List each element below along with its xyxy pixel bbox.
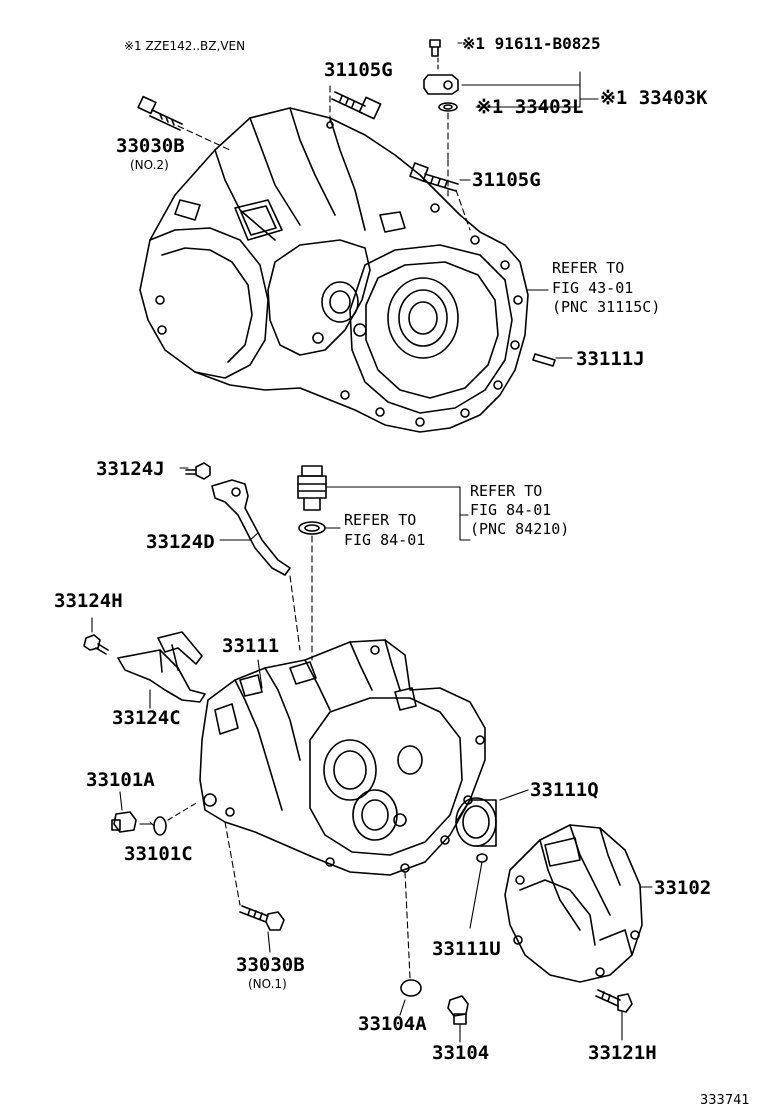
label-33111u: 33111U [432,938,501,960]
label-33030b-no2: 33030B [116,135,185,157]
bracket-33124c [118,632,205,702]
drain-plug-33101a [112,812,136,832]
label-33124d: 33124D [146,531,215,553]
label-33121h: 33121H [588,1042,657,1064]
leader-lines-lower [120,790,652,1042]
label-33124c: 33124C [112,707,181,729]
plug-33104 [448,996,468,1024]
pin-33111u [477,854,487,862]
seal-33111q [456,798,496,846]
bolt-31105g-mid [410,163,458,191]
ref-fig84a-line3: (PNC 84210) [470,520,570,538]
bolt-33030b-no2 [138,97,182,130]
leader-lines-middle [92,468,470,708]
label-33124j: 33124J [96,458,165,480]
label-33030b-no2-sub: (NO.2) [130,158,169,172]
screw-91611 [430,40,440,56]
label-33111j: 33111J [576,348,645,370]
figure-number: 333741 [700,1093,750,1108]
sensor-33403k [424,75,458,94]
label-33403k: ※1 33403K [600,87,708,109]
gasket-33104a [401,980,421,996]
washer-33403l [439,103,457,111]
label-33101a: 33101A [86,769,155,791]
ref-fig84b-line2: FIG 84-01 [344,531,426,549]
label-33030b-no1-sub: (NO.1) [248,977,287,991]
label-33111: 33111 [222,635,280,657]
bolt-33124h [84,635,108,654]
label-33111q: 33111Q [530,779,599,801]
bolt-33121h [596,990,632,1012]
label-33030b-no1: 33030B [236,954,305,976]
label-33104a: 33104A [358,1013,427,1035]
label-33102: 33102 [654,877,712,899]
gasket-33101c [154,817,166,835]
clamp-33124d [212,480,290,575]
label-31105g-top: 31105G [324,59,393,81]
bolt-33124j [186,463,210,479]
bolt-33030b-no1 [240,906,284,930]
label-33101c: 33101C [124,843,193,865]
ref-fig84b-line1: REFER TO [344,511,417,529]
label-31105g-mid: 31105G [472,169,541,191]
ref-fig43-line1: REFER TO [552,259,625,277]
label-33403l: ※1 33403L [476,96,584,118]
speed-sensor [298,466,326,510]
transaxle-case-33111 [200,640,485,875]
ref-fig43-line2: FIG 43-01 [552,279,634,297]
leader-lines-top [178,43,598,358]
transaxle-housing-upper [140,108,528,432]
oring-sensor [299,522,325,534]
bolt-31105g-top [332,92,381,119]
cover-33102 [505,825,642,982]
label-33124h: 33124H [54,590,123,612]
label-91611-b0825: ※1 91611-B0825 [462,34,601,53]
ref-fig84a-line2: FIG 84-01 [470,501,552,519]
pin-33111j [533,354,555,366]
header-note: ※1 ZZE142..BZ,VEN [124,39,246,53]
ref-fig84a-line1: REFER TO [470,482,543,500]
label-33104: 33104 [432,1042,490,1064]
ref-fig43-line3: (PNC 31115C) [552,298,661,316]
